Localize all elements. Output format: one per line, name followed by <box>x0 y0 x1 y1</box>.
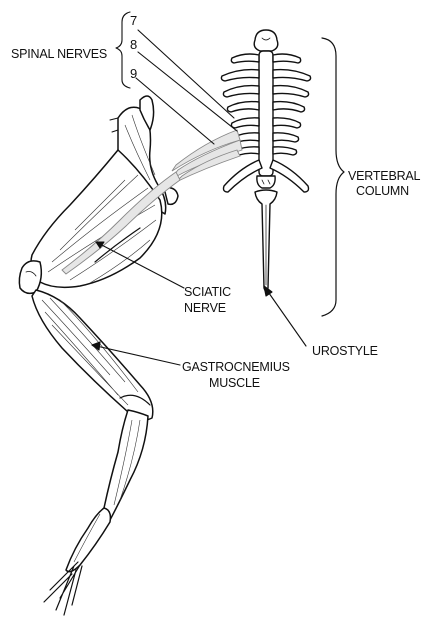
gastrocnemius-label: GASTROCNEMIUS <box>182 360 290 374</box>
nerve-label: NERVE <box>184 301 226 315</box>
vertebral-column-brace <box>322 38 344 316</box>
urostyle-label: UROSTYLE <box>312 344 378 358</box>
spinal-nerves-label: SPINAL NERVES <box>11 47 107 61</box>
frog-leg <box>19 96 178 615</box>
sciatic-label: SCIATIC <box>184 285 231 299</box>
vertebral-column <box>221 30 310 291</box>
muscle-label: MUSCLE <box>209 376 260 390</box>
nerve-8-label: 8 <box>130 37 137 52</box>
nerve-7-label: 7 <box>130 13 137 28</box>
nerve-9-label: 9 <box>130 66 137 81</box>
column-label: COLUMN <box>356 184 409 198</box>
spinal-nerves-brace <box>116 12 130 88</box>
vertebral-label: VERTEBRAL <box>348 169 421 183</box>
